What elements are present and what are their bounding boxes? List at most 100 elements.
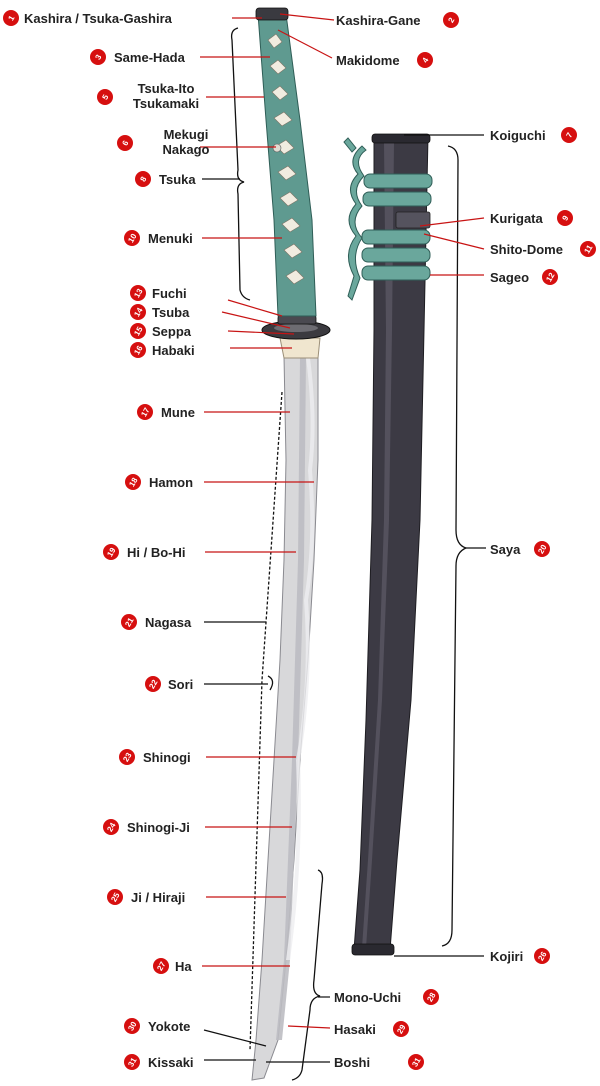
leader-yokote: [203, 1029, 267, 1047]
label-tsuka: Tsuka: [159, 172, 196, 187]
tsuba-guard: [261, 315, 331, 340]
label-mune: Mune: [161, 405, 195, 420]
badge-tsuka-ito-tsukamaki: 5: [97, 89, 113, 105]
badge-kashira-tsuka-gashira: 1: [3, 10, 19, 26]
badge-number-koiguchi: 7: [564, 131, 574, 140]
badge-kojiri: 26: [534, 948, 550, 964]
label-habaki: Habaki: [152, 343, 195, 358]
label-tsuba: Tsuba: [152, 305, 190, 320]
badge-koiguchi: 7: [561, 127, 577, 143]
label-hi-bo-hi: Hi / Bo-Hi: [127, 545, 186, 560]
label-hasaki: Hasaki: [334, 1022, 376, 1037]
sageo-cord: [343, 137, 433, 301]
kojiri-cap: [351, 943, 395, 956]
label-fuchi: Fuchi: [152, 286, 187, 301]
mekugi-peg: [272, 143, 282, 153]
badge-ha: 27: [153, 958, 169, 974]
badge-ji-hiraji: 25: [107, 889, 123, 905]
leader-kashira-gane: [279, 13, 335, 21]
mono-uchi-bracket: [291, 869, 324, 1081]
leader-seppa: [227, 330, 295, 335]
badge-number-mekugi-nakago: 6: [120, 139, 130, 148]
label-kissaki: Kissaki: [148, 1055, 194, 1070]
badge-number-kurigata: 9: [560, 214, 570, 223]
label-shinogi-ji: Shinogi-Ji: [127, 820, 190, 835]
badge-kissaki: 31: [124, 1054, 140, 1070]
label-nagasa: Nagasa: [145, 615, 192, 630]
badge-mono-uchi: 28: [423, 989, 439, 1005]
leader-kurigata: [419, 217, 485, 227]
badge-shinogi: 23: [119, 749, 135, 765]
sori-arc: [267, 675, 274, 691]
label-menuki: Menuki: [148, 231, 193, 246]
badge-same-hada: 3: [90, 49, 106, 65]
leader-tsuba: [221, 311, 291, 329]
label-kashira-gane: Kashira-Gane: [336, 13, 421, 28]
label-kashira-tsuka-gashira: Kashira / Tsuka-Gashira: [24, 11, 173, 26]
leader-fuchi: [227, 299, 283, 317]
tsuka-bracket: [230, 27, 251, 301]
badge-hasaki: 29: [393, 1021, 409, 1037]
label-hamon: Hamon: [149, 475, 193, 490]
leader-shito-dome: [423, 233, 485, 250]
badge-number-tsuka-ito-tsukamaki: 5: [100, 93, 110, 102]
leader-lines: [200, 13, 486, 1063]
badge-number-kashira-tsuka-gashira: 1: [6, 14, 16, 23]
label-makidome: Makidome: [336, 53, 400, 68]
badge-tsuba: 14: [130, 304, 146, 320]
label-koiguchi: Koiguchi: [490, 128, 546, 143]
badge-number-same-hada: 3: [93, 53, 103, 62]
badge-shinogi-ji: 24: [103, 819, 119, 835]
badge-kashira-gane: 2: [443, 12, 459, 28]
badge-shito-dome: 11: [580, 241, 596, 257]
badge-number-kashira-gane: 2: [446, 16, 456, 25]
badge-hamon: 18: [125, 474, 141, 490]
blade: [251, 355, 319, 1081]
badge-mune: 17: [137, 404, 153, 420]
label-shito-dome: Shito-Dome: [490, 242, 563, 257]
label-sori: Sori: [168, 677, 193, 692]
badge-mekugi-nakago: 6: [117, 135, 133, 151]
badge-sageo: 12: [542, 269, 558, 285]
badge-boshi: 31: [408, 1054, 424, 1070]
badge-fuchi: 13: [130, 285, 146, 301]
label-kojiri: Kojiri: [490, 949, 523, 964]
badge-makidome: 4: [417, 52, 433, 68]
label-kurigata: Kurigata: [490, 211, 544, 226]
koiguchi-collar: [371, 133, 431, 144]
label-same-hada: Same-Hada: [114, 50, 186, 65]
badge-saya: 20: [534, 541, 550, 557]
kurigata-knob: [395, 211, 431, 229]
badge-habaki: 16: [130, 342, 146, 358]
saya-scabbard: [351, 133, 431, 956]
label-ha: Ha: [175, 959, 192, 974]
tsuka-handle: [255, 7, 317, 317]
badge-tsuka: 8: [135, 171, 151, 187]
label-ji-hiraji: Ji / Hiraji: [131, 890, 185, 905]
badge-kurigata: 9: [557, 210, 573, 226]
label-saya: Saya: [490, 542, 521, 557]
label-seppa: Seppa: [152, 324, 192, 339]
label-sageo: Sageo: [490, 270, 529, 285]
label-mono-uchi: Mono-Uchi: [334, 990, 401, 1005]
leader-hasaki: [287, 1025, 331, 1029]
saya-bracket: [441, 145, 468, 947]
badge-sori: 22: [145, 676, 161, 692]
label-shinogi: Shinogi: [143, 750, 191, 765]
badge-hi-bo-hi: 19: [103, 544, 119, 560]
nagasa-line: [249, 391, 283, 1051]
badge-number-makidome: 4: [420, 56, 430, 65]
label-yokote: Yokote: [148, 1019, 190, 1034]
badge-nagasa: 21: [121, 614, 137, 630]
badge-number-tsuka: 8: [138, 175, 148, 184]
badge-yokote: 30: [124, 1018, 140, 1034]
leader-makidome: [277, 29, 333, 59]
badge-seppa: 15: [130, 323, 146, 339]
label-boshi: Boshi: [334, 1055, 370, 1070]
kashira-cap: [255, 7, 289, 21]
badge-menuki: 10: [124, 230, 140, 246]
